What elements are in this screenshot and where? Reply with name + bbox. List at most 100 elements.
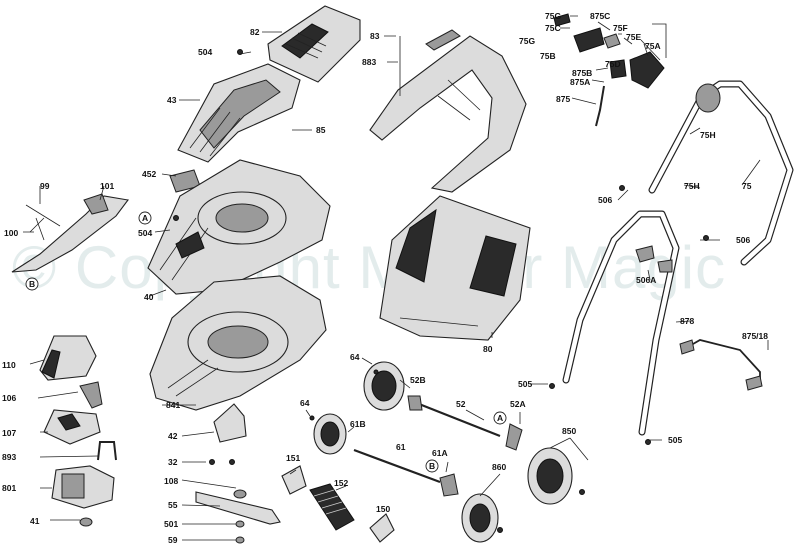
label-506-right: 506 xyxy=(736,235,750,245)
part-107-plate xyxy=(43,409,101,445)
label-875-18: 875/18 xyxy=(742,331,768,341)
part-wheel-front-bottom xyxy=(313,413,347,455)
part-82-lid xyxy=(267,5,361,83)
part-893-clip xyxy=(97,441,117,461)
label-43: 43 xyxy=(167,95,177,105)
part-83-frame xyxy=(369,29,527,193)
part-801-motor xyxy=(51,465,115,509)
label-82: 82 xyxy=(250,27,260,37)
part-878-lower-handle xyxy=(562,210,680,436)
callout-circle-A-left xyxy=(138,211,152,225)
part-875-18-cable xyxy=(679,339,763,391)
part-55-blade xyxy=(195,489,281,544)
part-875-switch-parts xyxy=(553,13,665,127)
label-893: 893 xyxy=(2,452,16,462)
label-99: 99 xyxy=(40,181,50,191)
label-80: 80 xyxy=(483,344,493,354)
part-152-roller xyxy=(309,483,355,531)
label-75G-top: 75G xyxy=(545,11,561,21)
label-875: 875 xyxy=(556,94,570,104)
label-505-bottom: 505 xyxy=(668,435,682,445)
part-40-housing xyxy=(147,159,331,295)
label-59: 59 xyxy=(168,535,178,545)
label-452: 452 xyxy=(142,169,156,179)
part-110-motor-cover xyxy=(39,335,97,381)
label-878: 878 xyxy=(680,316,694,326)
callout-circle-B-left xyxy=(25,277,39,291)
label-55: 55 xyxy=(168,500,178,510)
label-75H-upper: 75H xyxy=(700,130,716,140)
part-150-end-cap xyxy=(369,513,395,543)
label-75D: 75D xyxy=(605,59,621,69)
part-41-washer xyxy=(79,517,93,527)
label-150: 150 xyxy=(376,504,390,514)
label-75C: 75C xyxy=(545,23,561,33)
part-wheel-rear-bottom xyxy=(461,493,499,543)
part-axles xyxy=(353,395,523,497)
label-64-lower: 64 xyxy=(300,398,310,408)
label-52B: 52B xyxy=(410,375,426,385)
label-151: 151 xyxy=(286,453,300,463)
label-40: 40 xyxy=(144,292,154,302)
label-32: 32 xyxy=(168,457,178,467)
leader-lines xyxy=(23,15,769,541)
label-B-right: B xyxy=(429,461,435,471)
part-42-flap xyxy=(213,403,247,443)
part-151-end-cap xyxy=(281,465,307,495)
label-850: 850 xyxy=(562,426,576,436)
label-875C: 875C xyxy=(590,11,610,21)
watermark: © Copyright Mower Magic xyxy=(12,234,726,301)
label-801: 801 xyxy=(2,483,16,493)
part-43-cover xyxy=(177,63,301,163)
label-52A: 52A xyxy=(510,399,526,409)
screws xyxy=(173,49,709,533)
label-505-mid: 505 xyxy=(518,379,532,389)
label-501: 501 xyxy=(164,519,178,529)
label-506A: 506A xyxy=(636,275,656,285)
label-A-right: A xyxy=(497,413,503,423)
label-875B: 875B xyxy=(572,68,592,78)
label-B-left: B xyxy=(29,279,35,289)
label-42: 42 xyxy=(168,431,178,441)
label-504-top: 504 xyxy=(198,47,212,57)
part-labels: 82 504 43 85 83 883 452 99 101 A 504 100… xyxy=(2,11,768,545)
label-108: 108 xyxy=(164,476,178,486)
label-75E: 75E xyxy=(626,32,641,42)
part-106-bracket xyxy=(79,381,103,409)
part-wheel-rear-top xyxy=(527,447,573,505)
label-75: 75 xyxy=(742,181,752,191)
label-110: 110 xyxy=(2,360,16,370)
label-75F: 75F xyxy=(613,23,628,33)
label-841: 841 xyxy=(166,400,180,410)
label-106: 106 xyxy=(2,393,16,403)
label-506-upper: 506 xyxy=(598,195,612,205)
label-75H-lower: 75H xyxy=(684,181,700,191)
label-75A: 75A xyxy=(645,41,661,51)
part-75-upper-handle xyxy=(648,80,794,266)
label-85: 85 xyxy=(316,125,326,135)
callout-circle-B-right xyxy=(425,459,439,473)
label-101: 101 xyxy=(100,181,114,191)
label-883: 883 xyxy=(362,57,376,67)
label-107: 107 xyxy=(2,428,16,438)
label-152: 152 xyxy=(334,478,348,488)
label-61B: 61B xyxy=(350,419,366,429)
label-504-mid: 504 xyxy=(138,228,152,238)
part-80-grassbox xyxy=(379,195,531,341)
part-841-deck xyxy=(149,275,327,411)
label-75B: 75B xyxy=(540,51,556,61)
label-100: 100 xyxy=(4,228,18,238)
label-860: 860 xyxy=(492,462,506,472)
label-A-left: A xyxy=(142,213,148,223)
label-52: 52 xyxy=(456,399,466,409)
callout-circle-A-right xyxy=(493,411,507,425)
part-101-lever xyxy=(11,193,129,273)
label-64-upper: 64 xyxy=(350,352,360,362)
part-wheel-front-top xyxy=(363,361,405,411)
label-61: 61 xyxy=(396,442,406,452)
label-875A: 875A xyxy=(570,77,590,87)
label-41: 41 xyxy=(30,516,40,526)
label-83: 83 xyxy=(370,31,380,41)
